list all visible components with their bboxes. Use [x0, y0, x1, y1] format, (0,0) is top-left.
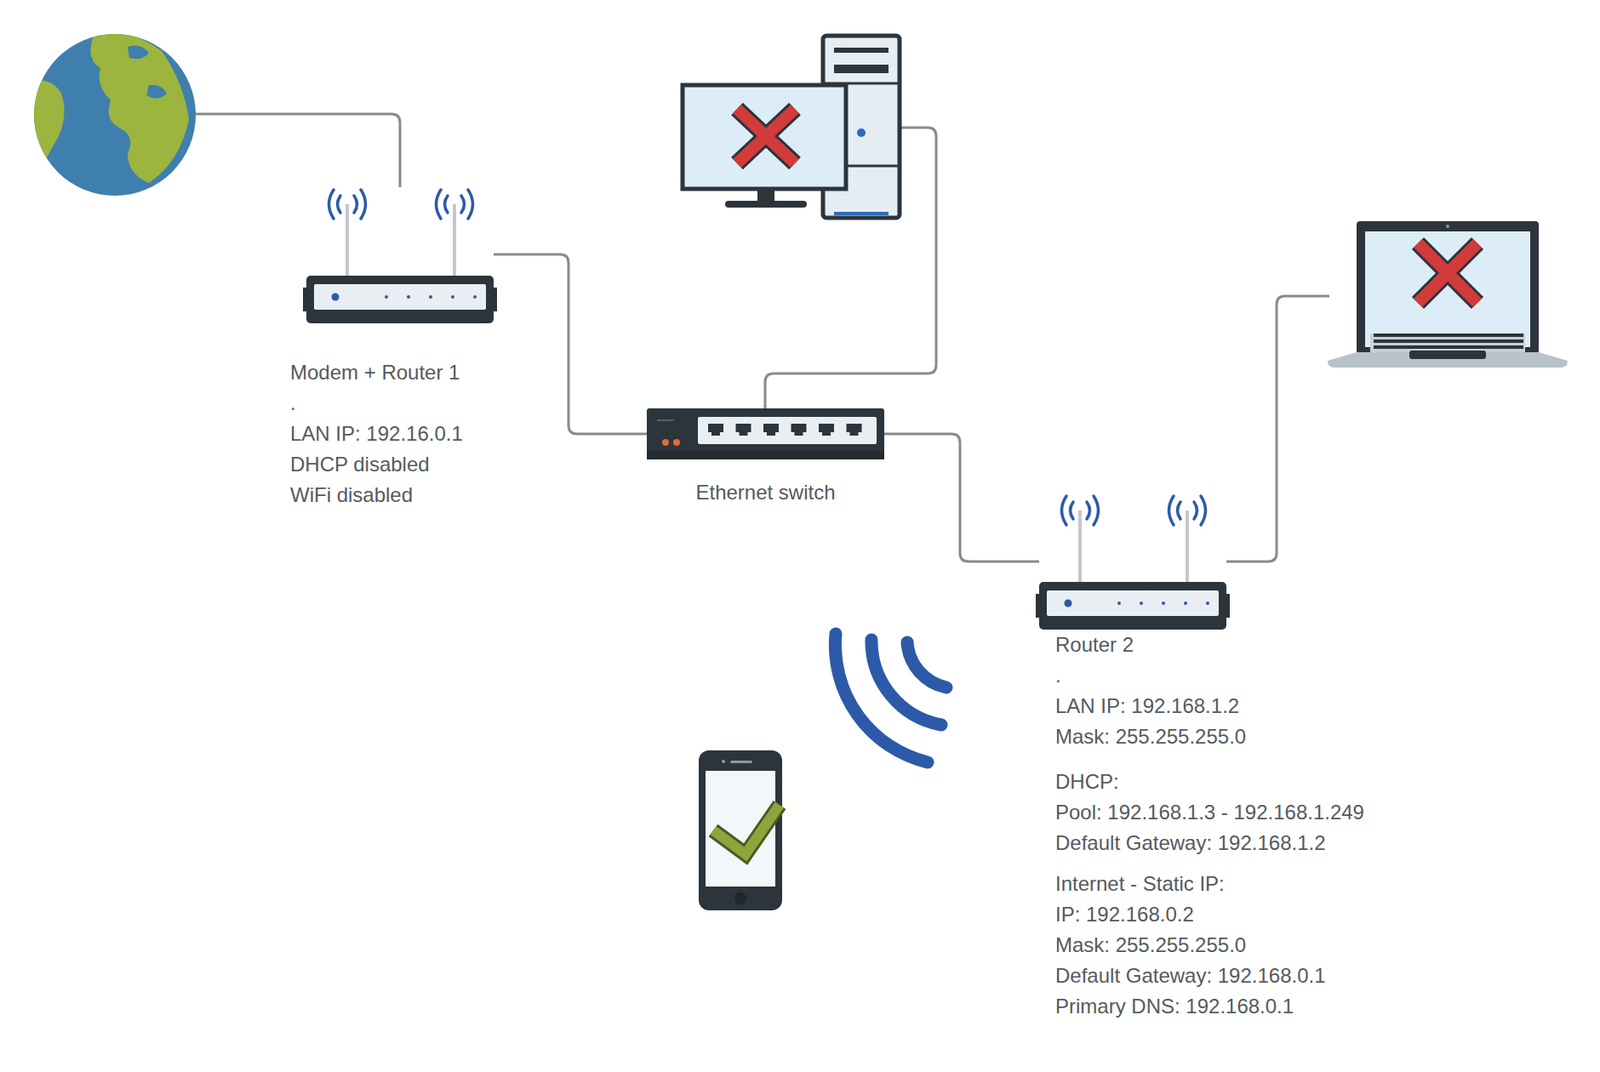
- antenna-signal: [1062, 496, 1099, 526]
- switch-led: [662, 439, 669, 446]
- device-label: Modem + Router 1: [290, 360, 460, 386]
- device-label: DHCP disabled: [290, 451, 430, 478]
- ethernet-port: [818, 423, 835, 436]
- antenna-signal: [329, 189, 366, 219]
- device-label: Default Gateway: 192.168.0.1: [1055, 963, 1326, 989]
- ethernet-port: [708, 423, 724, 436]
- status-led: [1117, 601, 1121, 606]
- device-label: IP: 192.168.0.2: [1055, 902, 1195, 928]
- ethernet-port: [846, 423, 863, 436]
- device-label: Mask: 255.255.255.0: [1055, 932, 1246, 959]
- antenna: [452, 204, 457, 276]
- router-graphic: [306, 188, 494, 324]
- router-graphic: [1039, 495, 1227, 630]
- status-led: [384, 295, 389, 299]
- laptop-wire: [1226, 296, 1330, 562]
- antenna: [1185, 510, 1189, 583]
- status-led: [1205, 601, 1210, 606]
- status-led: [473, 295, 477, 299]
- desktop-pc-icon: [682, 35, 900, 218]
- power-led: [1064, 600, 1073, 608]
- router-body: [306, 275, 494, 324]
- switch-graphic: [646, 408, 885, 460]
- router-node: Router 2.LAN IP: 192.168.1.2Mask: 255.25…: [1039, 495, 1227, 630]
- antenna: [1078, 510, 1082, 583]
- status-led: [428, 295, 433, 299]
- device-label: .: [1055, 662, 1062, 689]
- status-led: [1183, 601, 1188, 606]
- ethernet-port: [763, 423, 779, 436]
- status-led: [1139, 601, 1143, 606]
- device-label: WiFi disabled: [290, 482, 413, 509]
- router-body: [1039, 582, 1227, 630]
- router-node: Modem + Router 1.LAN IP: 192.16.0.1DHCP …: [306, 188, 494, 324]
- device-label: Pool: 192.168.1.3 - 192.168.1.249: [1055, 800, 1365, 826]
- globe-icon: [30, 33, 196, 196]
- ethernet-cable: [884, 434, 1040, 562]
- laptop-icon: [1327, 221, 1568, 368]
- device-label: Router 2: [1055, 632, 1134, 658]
- ethernet-port: [736, 423, 752, 436]
- status-led: [406, 295, 411, 299]
- switch-base: [646, 451, 885, 460]
- switch-body: [646, 408, 885, 460]
- status-led: [1161, 601, 1166, 606]
- antenna-signal: [436, 189, 474, 219]
- device-label: Mask: 255.255.255.0: [1055, 724, 1246, 750]
- switch-panel: [697, 417, 877, 445]
- antenna: [345, 204, 349, 276]
- power-led: [331, 293, 340, 302]
- device-label: LAN IP: 192.16.0.1: [290, 421, 463, 447]
- device-label: LAN IP: 192.168.1.2: [1055, 693, 1240, 720]
- ethernet-cable: [493, 254, 647, 435]
- status-led: [451, 295, 455, 299]
- device-label: Ethernet switch: [646, 480, 885, 506]
- antenna-signal: [1169, 496, 1206, 526]
- router-panel: [1046, 590, 1219, 617]
- switch-node: Ethernet switch: [646, 408, 885, 460]
- router-panel: [314, 284, 486, 310]
- device-label: Default Gateway: 192.168.1.2: [1055, 830, 1326, 857]
- device-label: Primary DNS: 192.168.0.1: [1055, 994, 1294, 1020]
- switch-led: [673, 439, 680, 446]
- phone-icon: [698, 750, 783, 911]
- device-label: .: [290, 390, 297, 417]
- wifi-waves: [834, 634, 947, 763]
- device-label: Internet - Static IP:: [1055, 871, 1225, 898]
- switch-trim: [657, 419, 675, 422]
- device-label: DHCP:: [1055, 769, 1120, 795]
- ethernet-port: [791, 423, 807, 436]
- internet-wire: [195, 114, 400, 188]
